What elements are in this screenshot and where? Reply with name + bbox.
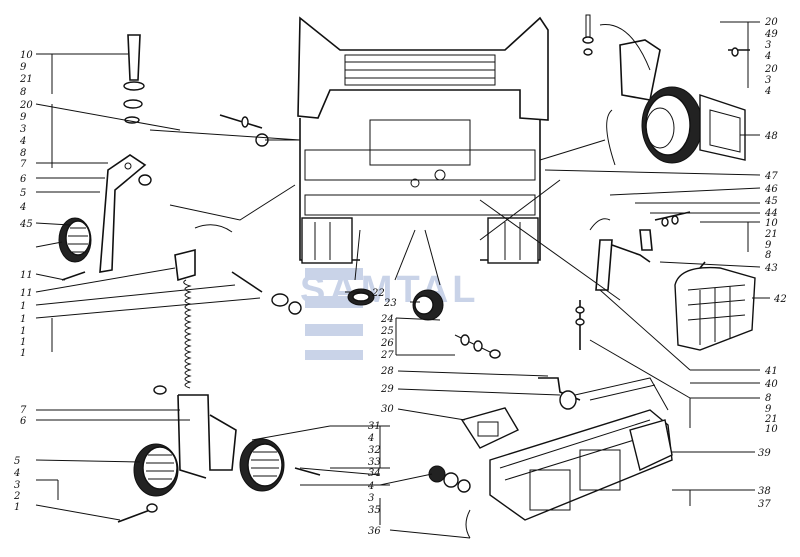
callout-label: 2 (13, 491, 20, 502)
callout-label: 25 (380, 326, 394, 337)
callout-label: 8 (765, 393, 771, 404)
work-lamp-assembly (575, 211, 756, 351)
callout-label: 31 (368, 421, 381, 432)
callout-label: 44 (764, 208, 778, 219)
truck-rear-view (297, 16, 549, 264)
callout-label: 3 (765, 40, 771, 51)
watermark: SAMTAL (300, 268, 480, 360)
spring-bracket-assembly (117, 248, 321, 523)
callout-brackets (35, 21, 770, 539)
callouts-left-mid: 11 11 1 1 1 1 1 (20, 270, 33, 359)
callout-label: 20 (764, 17, 778, 28)
callout-label: 28 (380, 366, 394, 377)
callout-label: 9 (765, 240, 772, 251)
callout-label: 22 (371, 288, 385, 299)
callout-label: 9 (20, 112, 27, 123)
callouts-right-top: 20 49 3 4 20 3 4 48 (764, 17, 778, 142)
callout-label: 1 (20, 326, 26, 337)
callout-label: 3 (765, 75, 771, 86)
callout-label: 1 (14, 502, 20, 513)
leader-lines (149, 24, 651, 301)
callout-label: 11 (20, 288, 33, 299)
callout-label: 35 (368, 505, 381, 516)
callout-label: 46 (764, 184, 778, 195)
callout-label: 47 (764, 171, 778, 182)
callout-label: 45 (764, 196, 778, 207)
callout-label: 5 (14, 456, 20, 467)
callout-label: 1 (20, 348, 26, 359)
callout-label: 6 (20, 174, 27, 185)
callout-label: 3 (20, 124, 26, 135)
callout-label: 49 (764, 29, 778, 40)
callout-label: 11 (20, 270, 33, 281)
callout-label: 32 (368, 445, 381, 456)
callout-label: 37 (758, 499, 771, 510)
left-reflector-assembly (58, 34, 269, 281)
callouts-center: 22 23 24 25 26 27 28 29 30 31 4 32 33 34… (367, 288, 397, 537)
callout-label: 8 (20, 148, 26, 159)
callout-label: 6 (20, 416, 27, 427)
callout-label: 8 (20, 87, 26, 98)
callout-label: 10 (765, 424, 778, 435)
callout-label: 41 (764, 366, 778, 377)
callout-label: 29 (380, 384, 394, 395)
callouts-left-bottom: 5 4 3 2 1 (13, 456, 20, 513)
callout-label: 4 (764, 86, 771, 97)
callout-label: 20 (764, 64, 778, 75)
callout-label: 21 (764, 229, 778, 240)
callout-label: 26 (380, 338, 394, 349)
callouts-right-low: 41 40 8 9 21 10 39 38 37 (758, 366, 778, 510)
callout-label: 24 (380, 314, 394, 325)
callout-label: 9 (765, 404, 772, 415)
callouts-right-mid: 47 46 45 44 10 21 9 8 43 42 (764, 171, 787, 305)
callout-label: 42 (773, 294, 787, 305)
callout-label: 3 (14, 480, 20, 491)
callout-label: 10 (765, 218, 778, 229)
callout-label: 1 (20, 314, 26, 325)
center-small-parts (347, 288, 581, 539)
callout-label: 20 (19, 100, 33, 111)
callout-label: 39 (758, 448, 771, 459)
callout-label: 21 (764, 414, 778, 425)
callout-label: 4 (19, 136, 26, 147)
callout-label: 45 (19, 219, 33, 230)
callout-label: 4 (764, 51, 771, 62)
callout-label: 36 (368, 526, 381, 537)
callout-label: 8 (765, 250, 771, 261)
callout-label: 1 (20, 337, 26, 348)
callout-label: 4 (367, 433, 374, 444)
callout-label: 48 (764, 131, 778, 142)
callout-label: 10 (20, 50, 33, 61)
callout-label: 40 (764, 379, 778, 390)
callout-label: 23 (383, 298, 397, 309)
callout-label: 7 (20, 159, 27, 170)
horn-assembly (582, 14, 750, 164)
callouts-left-top: 10 9 21 8 20 9 3 4 8 7 6 5 4 45 (19, 50, 33, 230)
callout-label: 4 (19, 202, 26, 213)
callout-label: 4 (13, 468, 20, 479)
callout-label: 5 (20, 188, 26, 199)
callout-label: 9 (20, 62, 27, 73)
callout-label: 38 (758, 486, 771, 497)
callouts-left-low: 7 6 (20, 405, 27, 427)
callout-label: 27 (380, 350, 394, 361)
callout-label: 21 (19, 74, 33, 85)
callout-label: 7 (20, 405, 27, 416)
callout-label: 4 (367, 481, 374, 492)
tail-lamp-assembly (489, 377, 673, 521)
callout-label: 3 (368, 493, 374, 504)
watermark-text: SAMTAL (300, 269, 480, 311)
callout-label: 43 (764, 263, 778, 274)
callout-label: 34 (368, 468, 381, 479)
callout-label: 30 (381, 404, 394, 415)
callout-label: 1 (20, 301, 26, 312)
callout-label: 33 (368, 457, 381, 468)
